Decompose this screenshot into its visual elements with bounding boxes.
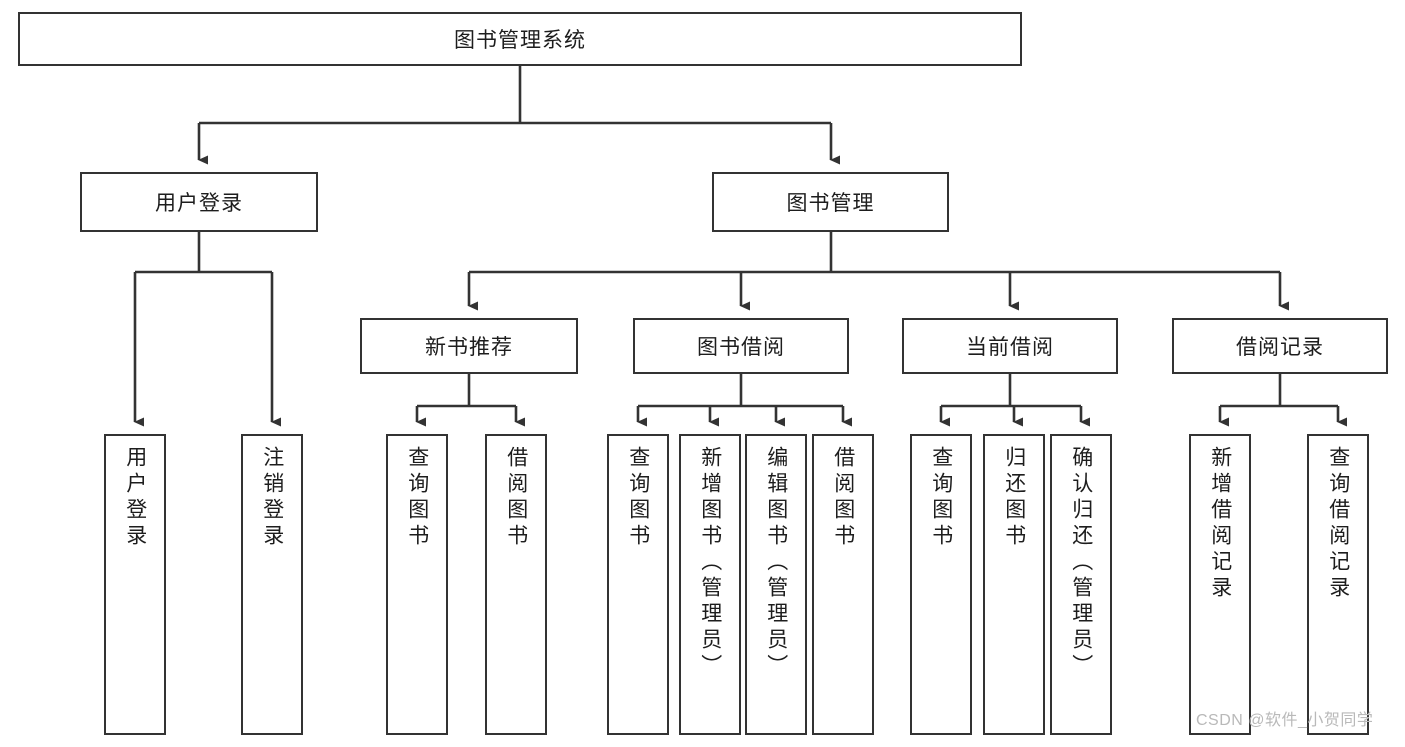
node-leaf-borrow-book-1-label: 借阅图书 (504, 446, 528, 550)
node-leaf-query-borrow-record-label: 查询借阅记录 (1326, 446, 1350, 602)
node-leaf-borrow-book-2[interactable]: 借阅图书 (812, 434, 874, 735)
node-leaf-query-book-3-label: 查询图书 (929, 446, 953, 550)
node-leaf-query-book-1[interactable]: 查询图书 (386, 434, 448, 735)
node-leaf-add-borrow-record[interactable]: 新增借阅记录 (1189, 434, 1251, 735)
node-book-management-label: 图书管理 (786, 192, 875, 215)
node-leaf-add-book[interactable]: 新增图书（管理员） (679, 434, 741, 735)
node-book-borrow[interactable]: 图书借阅 (633, 318, 849, 374)
node-leaf-add-book-label: 新增图书（管理员） (698, 446, 722, 680)
node-root-label: 图书管理系统 (454, 29, 586, 52)
node-new-book-recommend-label: 新书推荐 (425, 336, 513, 359)
node-leaf-borrow-book-2-label: 借阅图书 (831, 446, 855, 550)
node-leaf-borrow-book-1[interactable]: 借阅图书 (485, 434, 547, 735)
node-leaf-user-login-label: 用户登录 (123, 446, 147, 550)
node-leaf-confirm-return[interactable]: 确认归还（管理员） (1050, 434, 1112, 735)
node-leaf-edit-book-label: 编辑图书（管理员） (764, 446, 788, 680)
node-book-borrow-label: 图书借阅 (697, 336, 785, 359)
node-leaf-query-book-2-label: 查询图书 (626, 446, 650, 550)
node-leaf-return-book[interactable]: 归还图书 (983, 434, 1045, 735)
node-leaf-query-book-2[interactable]: 查询图书 (607, 434, 669, 735)
node-leaf-edit-book[interactable]: 编辑图书（管理员） (745, 434, 807, 735)
node-root[interactable]: 图书管理系统 (18, 12, 1022, 66)
node-leaf-query-book-3[interactable]: 查询图书 (910, 434, 972, 735)
node-borrow-record-label: 借阅记录 (1236, 336, 1324, 359)
node-leaf-query-book-1-label: 查询图书 (405, 446, 429, 550)
node-leaf-add-borrow-record-label: 新增借阅记录 (1208, 446, 1232, 602)
node-leaf-logout-login-label: 注销登录 (260, 446, 284, 550)
node-leaf-confirm-return-label: 确认归还（管理员） (1069, 446, 1093, 680)
node-new-book-recommend[interactable]: 新书推荐 (360, 318, 578, 374)
node-leaf-logout-login[interactable]: 注销登录 (241, 434, 303, 735)
node-leaf-query-borrow-record[interactable]: 查询借阅记录 (1307, 434, 1369, 735)
node-borrow-record[interactable]: 借阅记录 (1172, 318, 1388, 374)
node-leaf-user-login[interactable]: 用户登录 (104, 434, 166, 735)
node-user-login-label: 用户登录 (155, 192, 243, 215)
node-user-login[interactable]: 用户登录 (80, 172, 318, 232)
node-book-management[interactable]: 图书管理 (712, 172, 949, 232)
node-leaf-return-book-label: 归还图书 (1002, 446, 1026, 550)
node-current-borrow[interactable]: 当前借阅 (902, 318, 1118, 374)
node-current-borrow-label: 当前借阅 (966, 336, 1054, 359)
